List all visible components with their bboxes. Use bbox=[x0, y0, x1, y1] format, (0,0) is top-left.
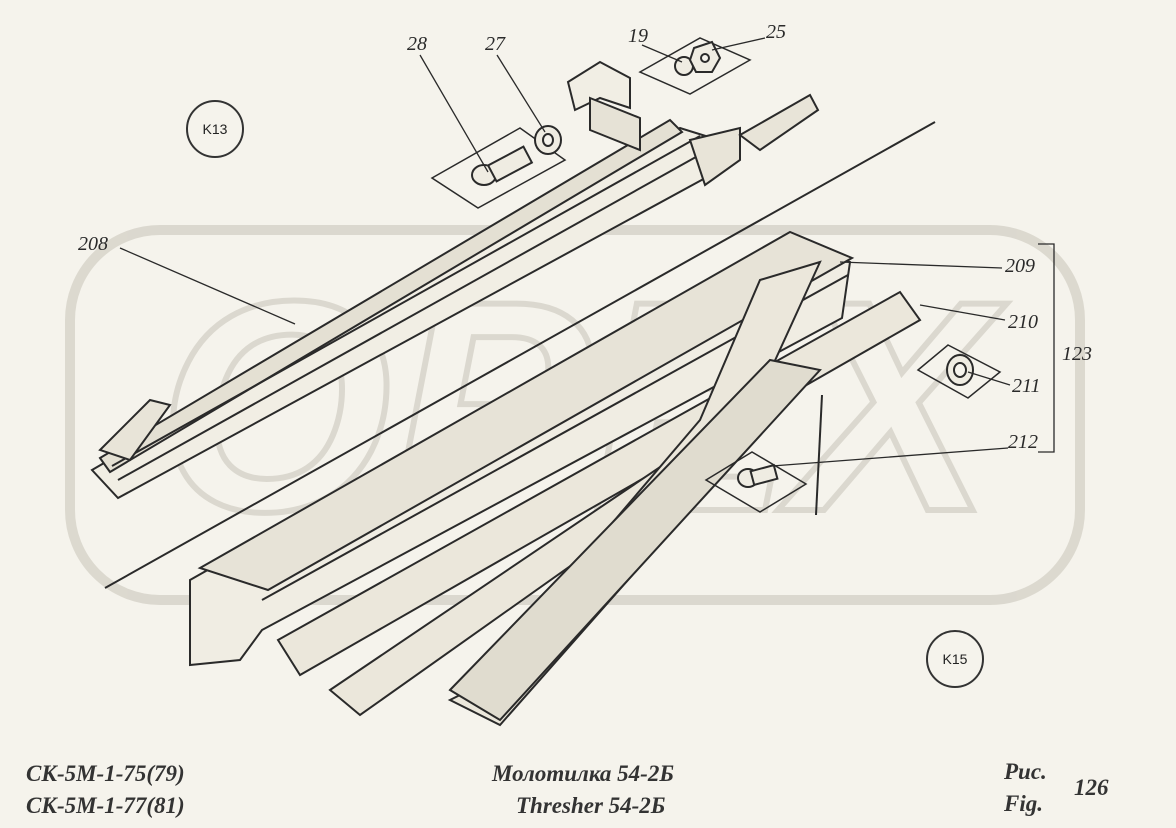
leader-lines bbox=[119, 37, 1055, 467]
model-line-1: СК-5М-1-75(79) bbox=[26, 761, 185, 786]
part-27-washer bbox=[534, 125, 562, 155]
title-en: Thresher 54-2Б bbox=[516, 793, 666, 818]
part-209-cover bbox=[189, 230, 855, 667]
fig-label-ru: Рис. bbox=[1004, 759, 1047, 784]
callout-19: 19 bbox=[628, 25, 648, 47]
ref-k13-label: K13 bbox=[202, 121, 228, 137]
callout-212: 212 bbox=[1008, 431, 1038, 453]
fig-number: 126 bbox=[1074, 775, 1109, 800]
callout-211: 211 bbox=[1012, 375, 1041, 397]
callout-210: 210 bbox=[1008, 311, 1038, 333]
callout-28: 28 bbox=[407, 33, 427, 55]
callout-209: 209 bbox=[1005, 255, 1035, 277]
fig-label-en: Fig. bbox=[1004, 791, 1043, 816]
part-208-rail bbox=[90, 60, 820, 500]
part-28-bolt bbox=[430, 127, 567, 209]
part-212-bolt bbox=[704, 394, 823, 516]
part-210-frame bbox=[276, 260, 922, 727]
model-line-2: СК-5М-1-77(81) bbox=[26, 793, 185, 818]
callout-123: 123 bbox=[1062, 343, 1092, 365]
ref-k15-label: K15 bbox=[942, 651, 968, 667]
part-211-washer bbox=[916, 344, 1002, 399]
part-19-25-fasteners bbox=[638, 37, 752, 95]
ref-circle-k15: K15 bbox=[926, 630, 984, 688]
callout-27: 27 bbox=[485, 33, 505, 55]
title-ru: Молотилка 54-2Б bbox=[492, 761, 674, 786]
ref-circle-k13: K13 bbox=[186, 100, 244, 158]
divider-line bbox=[104, 121, 936, 589]
callout-25: 25 bbox=[766, 21, 786, 43]
callout-208: 208 bbox=[78, 233, 108, 255]
